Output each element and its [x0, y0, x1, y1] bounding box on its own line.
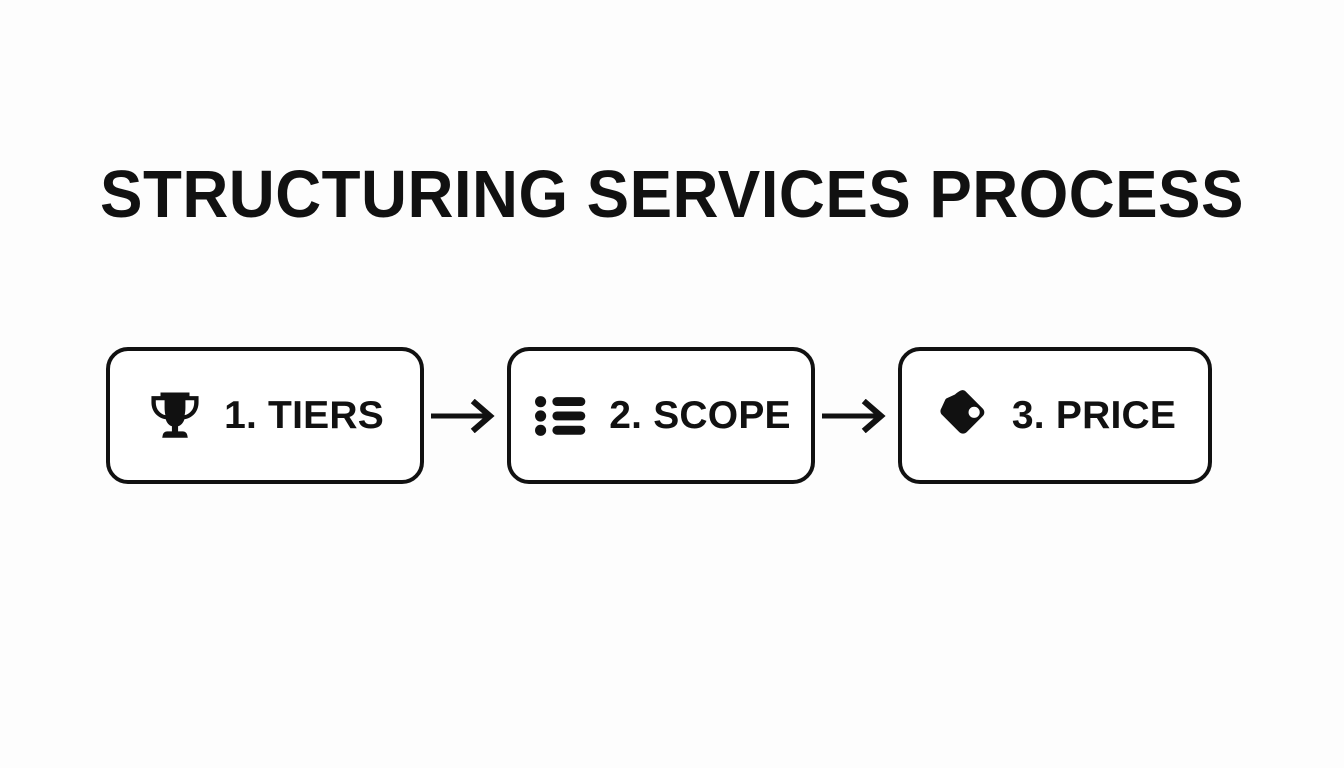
bulleted-list-icon [531, 387, 589, 445]
arrow-right-icon [424, 396, 507, 436]
step-box-scope[interactable]: 2. SCOPE [507, 347, 815, 484]
step-box-price[interactable]: 3. PRICE [898, 347, 1212, 484]
arrow-right-icon [815, 396, 898, 436]
step-label-tiers: 1. TIERS [224, 393, 384, 437]
page-title: STRUCTURING SERVICES PROCESS [100, 157, 1244, 232]
process-flow: 1. TIERS 2. SCOPE [106, 347, 1212, 484]
step-box-tiers[interactable]: 1. TIERS [106, 347, 424, 484]
step-label-scope: 2. SCOPE [609, 393, 791, 437]
price-tag-icon [934, 387, 992, 445]
trophy-icon [146, 387, 204, 445]
step-label-price: 3. PRICE [1011, 393, 1177, 437]
